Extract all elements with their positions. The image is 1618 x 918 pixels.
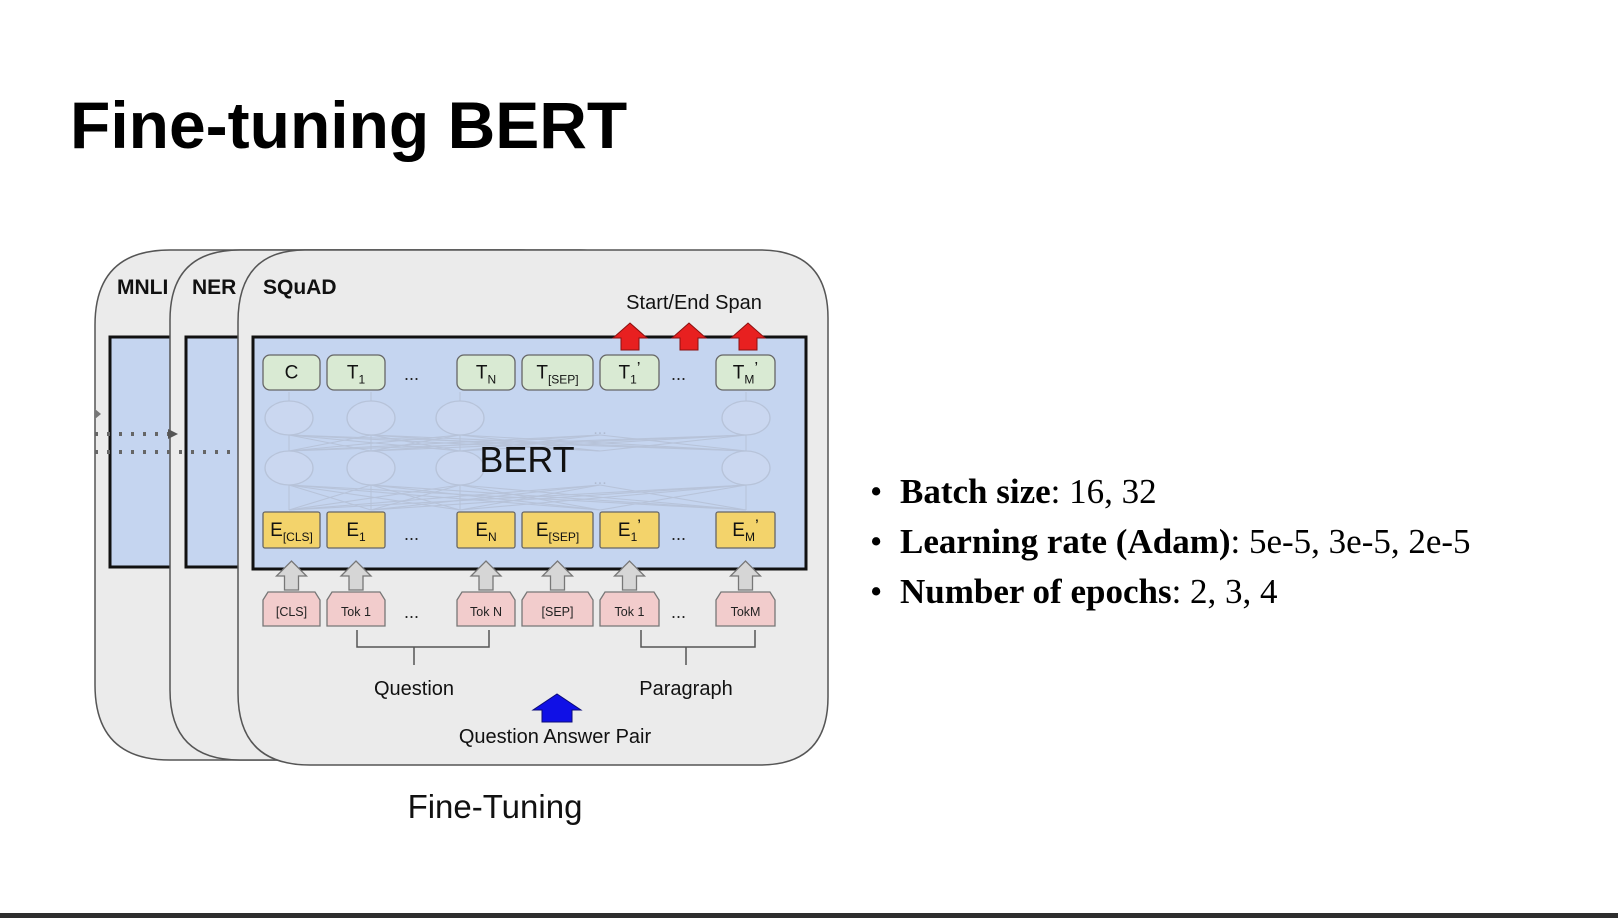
- input-token-label: TokM: [731, 605, 761, 619]
- embedding-token: E[CLS]: [262, 511, 321, 549]
- input-token: Tok 1: [326, 591, 386, 627]
- hyperparameter-list: Batch size: 16, 32Learning rate (Adam): …: [870, 472, 1471, 612]
- output-token: T1: [326, 354, 386, 391]
- svg-text:...: ...: [593, 471, 606, 488]
- span-arrow-icon: [729, 322, 767, 351]
- ellipsis: ...: [404, 364, 419, 384]
- embedding-row: E[CLS] E1 EN E[SEP] E1’ EM’: [262, 511, 776, 549]
- embedding-token: E1: [326, 511, 386, 549]
- hyperparameter-values: : 16, 32: [1050, 472, 1157, 511]
- output-span-label: Start/End Span: [626, 292, 762, 314]
- card-connector-arrows: [95, 409, 248, 457]
- up-arrow-icon: [469, 560, 503, 591]
- output-token: T1’: [599, 354, 660, 391]
- input-token-row: [CLS] Tok 1 Tok N [SEP] Tok 1 TokM: [262, 591, 776, 627]
- output-token-label: T1’: [618, 359, 640, 387]
- input-token: Tok N: [456, 591, 516, 627]
- input-up-arrows: [274, 560, 763, 591]
- embedding-token: E1’: [599, 511, 660, 549]
- embedding-token-label: E1’: [618, 516, 641, 544]
- output-token-label: TN: [476, 363, 496, 387]
- input-token-label: [CLS]: [276, 605, 307, 619]
- output-token: TM’: [715, 354, 776, 391]
- embedding-token: E[SEP]: [521, 511, 594, 549]
- embedding-token: EN: [456, 511, 516, 549]
- embedding-token-label: E[SEP]: [536, 520, 579, 544]
- ellipsis: ...: [404, 602, 419, 622]
- output-token-label: T1: [347, 363, 366, 387]
- up-arrow-icon: [540, 560, 575, 591]
- hyperparameter-values: : 2, 3, 4: [1171, 572, 1278, 611]
- up-arrow-icon: [728, 560, 763, 591]
- input-token: Tok 1: [599, 591, 660, 627]
- span-arrow-icon: [611, 322, 649, 351]
- paragraph-segment-label: Paragraph: [639, 678, 732, 700]
- bert-model-label: BERT: [479, 439, 574, 480]
- input-pair-label: Question Answer Pair: [459, 726, 652, 748]
- embedding-token-label: E[CLS]: [270, 520, 313, 544]
- embedding-token-label: E1: [346, 520, 366, 544]
- bottom-divider: [0, 913, 1618, 918]
- input-token: [SEP]: [521, 591, 594, 627]
- input-token-label: [SEP]: [542, 605, 574, 619]
- input-token-label: Tok N: [470, 605, 502, 619]
- slide-title: Fine-tuning BERT: [70, 88, 628, 162]
- output-token: T[SEP]: [521, 354, 594, 391]
- span-arrow-icon: [670, 322, 708, 351]
- svg-text:...: ...: [593, 421, 606, 438]
- squad-card: SQuAD Start/End Span ... ... BERT C T1 TN T…: [237, 249, 829, 766]
- input-token-label: Tok 1: [615, 605, 645, 619]
- output-token: C: [262, 354, 321, 391]
- segment-brackets: [356, 630, 756, 665]
- hyperparameter-name: Number of epochs: [900, 572, 1172, 611]
- diagram-caption: Fine-Tuning: [408, 788, 583, 825]
- input-token: TokM: [715, 591, 776, 627]
- card-label-ner: NER: [192, 276, 236, 299]
- input-token: [CLS]: [262, 591, 321, 627]
- ellipsis: ...: [404, 524, 419, 544]
- hyperparameter-name: Batch size: [900, 472, 1051, 511]
- up-arrow-icon: [339, 560, 373, 591]
- card-label-mnli: MNLI: [117, 276, 168, 299]
- hyperparameter-item: Batch size: 16, 32: [870, 472, 1471, 512]
- hyperparameter-values: : 5e-5, 3e-5, 2e-5: [1230, 522, 1471, 561]
- embedding-token: EM’: [715, 511, 776, 549]
- up-arrow-icon: [612, 560, 647, 591]
- card-label-squad: SQuAD: [263, 276, 337, 299]
- embedding-token-label: EN: [475, 520, 496, 544]
- span-arrows: [611, 322, 767, 351]
- transformer-layers: ... ...: [264, 392, 771, 511]
- output-token-label: TM’: [733, 359, 758, 387]
- hyperparameter-item: Number of epochs: 2, 3, 4: [870, 572, 1471, 612]
- ellipsis: ...: [671, 524, 686, 544]
- ellipsis: ...: [671, 364, 686, 384]
- up-arrow-icon: [274, 560, 309, 591]
- output-token-label: T[SEP]: [536, 363, 578, 387]
- hyperparameter-name: Learning rate (Adam): [900, 522, 1231, 561]
- output-token: TN: [456, 354, 516, 391]
- output-token-label: C: [285, 363, 299, 384]
- embedding-token-label: EM’: [732, 516, 758, 544]
- input-token-label: Tok 1: [341, 605, 371, 619]
- hyperparameter-item: Learning rate (Adam): 5e-5, 3e-5, 2e-5: [870, 522, 1471, 562]
- question-segment-label: Question: [374, 678, 454, 700]
- ellipsis: ...: [671, 602, 686, 622]
- output-token-row: C T1 TN T[SEP] T1’ TM’: [262, 354, 776, 391]
- input-pair-arrow: [531, 693, 583, 723]
